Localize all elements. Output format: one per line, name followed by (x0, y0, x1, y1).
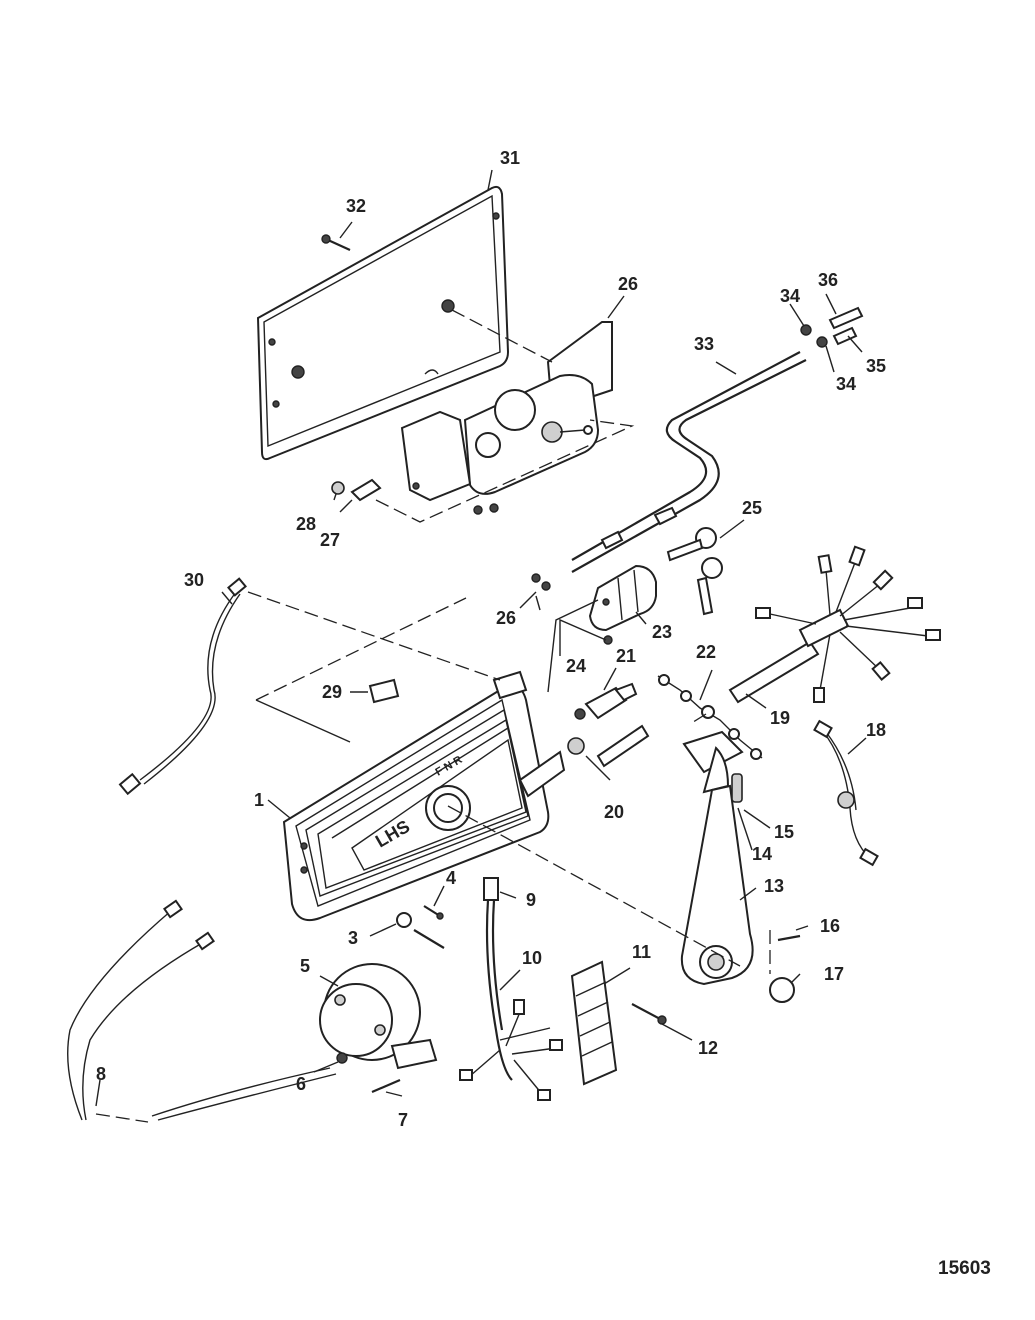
callout-3: 3 (348, 928, 358, 948)
callout-10: 10 (522, 948, 542, 968)
wiring-lead (67, 899, 337, 1121)
callout-7: 7 (398, 1110, 408, 1130)
fasteners (531, 573, 551, 591)
washer-screw (396, 912, 445, 949)
callout-20: 20 (604, 802, 624, 822)
keys (666, 527, 723, 616)
terminal-block (570, 960, 618, 1086)
callout-36: 36 (818, 270, 838, 290)
callout-27-mid: 26 (496, 608, 516, 628)
callout-15: 15 (774, 822, 794, 842)
callout-25: 25 (742, 498, 762, 518)
callout-31: 31 (500, 148, 520, 168)
screw (371, 1078, 401, 1094)
control-handle (680, 730, 754, 986)
callout-22: 22 (696, 642, 716, 662)
callout-6: 6 (296, 1074, 306, 1094)
wiring-lead (118, 577, 247, 796)
callout-24: 24 (566, 656, 586, 676)
mounting-panel (256, 185, 510, 461)
wiring-harness (728, 545, 941, 704)
callout-34-top: 34 (780, 286, 800, 306)
callout-18: 18 (866, 720, 886, 740)
neutral-safety-switch (574, 682, 638, 720)
callout-35: 35 (866, 356, 886, 376)
callout-16: 16 (820, 916, 840, 936)
callout-30: 30 (184, 570, 204, 590)
nut (331, 481, 345, 495)
warning-horn (319, 963, 438, 1070)
callout-11: 11 (632, 942, 651, 962)
ignition-switch (588, 564, 657, 645)
callout-labels: 31 32 26 34 36 35 34 33 28 27 25 30 26 2… (96, 148, 991, 1279)
callout-14: 14 (752, 844, 772, 864)
screw (321, 234, 351, 252)
callout-34-bottom: 34 (836, 374, 856, 394)
control-mechanism (400, 321, 613, 515)
shift-lockout-bracket (368, 678, 400, 704)
callout-1: 1 (254, 790, 264, 810)
callout-26: 26 (618, 274, 638, 294)
callout-13: 13 (764, 876, 784, 896)
callout-32: 32 (346, 196, 366, 216)
cover-cap (769, 977, 795, 1003)
control-housing: LHS F N R (282, 670, 566, 922)
callout-23: 23 (652, 622, 672, 642)
callout-12: 12 (698, 1038, 718, 1058)
callout-5: 5 (300, 956, 310, 976)
callout-4: 4 (446, 868, 456, 888)
wiring-harness (459, 877, 563, 1101)
handle-screw (777, 934, 801, 942)
callout-19: 19 (770, 708, 790, 728)
leader-lines (95, 169, 867, 1123)
callout-21: 21 (616, 646, 636, 666)
bushing (567, 737, 585, 755)
callout-29: 29 (322, 682, 342, 702)
callout-8: 8 (96, 1064, 106, 1084)
callout-28: 28 (296, 514, 316, 534)
figure-number: 15603 (938, 1258, 991, 1279)
screw (423, 905, 444, 920)
callout-33: 33 (694, 334, 714, 354)
callout-9: 9 (526, 890, 536, 910)
callout-17: 17 (824, 964, 844, 984)
connector (336, 1052, 348, 1064)
cable-end-fittings (800, 306, 864, 348)
clip (350, 478, 382, 502)
screw (631, 1003, 667, 1025)
trim-switch (731, 773, 743, 803)
trim-harness (813, 719, 879, 867)
callout-27-top: 27 (320, 530, 340, 550)
control-cables (571, 351, 807, 573)
roller-pin (596, 724, 650, 768)
